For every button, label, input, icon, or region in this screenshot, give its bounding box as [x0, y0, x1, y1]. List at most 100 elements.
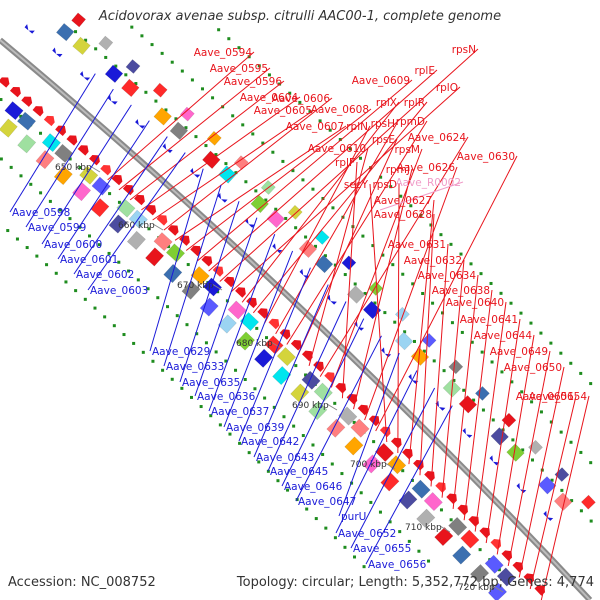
- gene-label-forward[interactable]: rpsE: [372, 134, 395, 146]
- gene-label-forward[interactable]: Aave_0634: [418, 270, 477, 282]
- gc-dot: [439, 508, 443, 512]
- gene-label-forward[interactable]: Aave_0605: [254, 105, 312, 117]
- gene-label-forward[interactable]: Aave_0604: [240, 92, 299, 104]
- gc-dot: [39, 191, 43, 195]
- gc-dot: [141, 350, 145, 354]
- gc-dot: [136, 278, 140, 282]
- gene-block: [580, 494, 596, 510]
- gene-label-forward[interactable]: Aave_0638: [432, 285, 490, 297]
- gene-label-forward[interactable]: Aave_0649: [490, 346, 548, 358]
- gene-label-forward[interactable]: Aave_0628: [374, 209, 432, 221]
- gene-label-reverse[interactable]: Aave_0646: [284, 481, 343, 493]
- gene-label-forward[interactable]: Aave_0641: [460, 314, 518, 326]
- gene-label-forward[interactable]: rplE: [414, 65, 435, 77]
- gene-label-reverse[interactable]: Aave_0602: [76, 269, 134, 281]
- gc-dot: [369, 166, 373, 170]
- leader-line: [496, 334, 535, 555]
- leader-line: [208, 69, 438, 272]
- gene-label-reverse[interactable]: Aave_0642: [241, 436, 299, 448]
- gene-label-forward[interactable]: Aave_0609: [352, 75, 410, 87]
- gene-arrow: [446, 493, 457, 505]
- gene-block: [290, 383, 310, 403]
- gene-label-forward[interactable]: rplX: [376, 97, 397, 109]
- gene-label-forward[interactable]: Aave_0626: [397, 162, 456, 174]
- gene-label-forward[interactable]: rplO: [436, 82, 458, 94]
- gene-block: [153, 107, 172, 126]
- gene-label-forward[interactable]: Aave_0608: [311, 104, 369, 116]
- gene-arrow: [346, 393, 358, 405]
- gene-label-forward[interactable]: Aave_0624: [408, 132, 467, 144]
- gene-label-reverse[interactable]: Aave_0603: [90, 285, 148, 297]
- gene-label-reverse[interactable]: Aave_0655: [353, 543, 411, 555]
- gene-label-forward[interactable]: Aave_0644: [474, 330, 533, 342]
- gc-dot: [74, 289, 78, 293]
- gene-label-reverse[interactable]: Aave_0652: [338, 528, 396, 540]
- gene-label-reverse[interactable]: Aave_0599: [28, 222, 86, 234]
- gene-label-forward[interactable]: rplR: [404, 97, 425, 109]
- gene-arrow: [32, 106, 44, 117]
- gene-label-forward[interactable]: Aave_0630: [457, 151, 515, 163]
- gc-dot: [560, 488, 564, 492]
- gene-label-forward[interactable]: Aave_0610: [308, 143, 366, 155]
- gene-block: [398, 490, 418, 510]
- gene-label-forward[interactable]: Aave_0594: [194, 47, 253, 59]
- gene-label-forward[interactable]: Aave_0607: [286, 121, 344, 133]
- gene-label-reverse[interactable]: Aave_0639: [226, 422, 284, 434]
- gene-label-reverse[interactable]: Aave_0636: [197, 391, 256, 403]
- gc-dot: [144, 90, 148, 94]
- gene-arrow: [201, 256, 213, 267]
- gene-label-forward[interactable]: rplN: [346, 121, 368, 133]
- gc-dot: [117, 200, 121, 204]
- gene-label-forward[interactable]: Aave_0654: [529, 391, 588, 403]
- gene-block: [448, 359, 464, 375]
- gene-label-forward[interactable]: Aave_0606: [272, 93, 331, 105]
- gene-arrow: [107, 94, 118, 105]
- gc-dot: [510, 380, 514, 384]
- gene-label-reverse[interactable]: Aave_0647: [298, 496, 356, 508]
- gene-block: [217, 314, 237, 334]
- gene-feature: [250, 194, 269, 214]
- gene-arrow: [190, 245, 202, 257]
- gene-label-reverse[interactable]: Aave_0601: [60, 254, 118, 266]
- gene-label-reverse[interactable]: Aave_0598: [12, 207, 70, 219]
- leader-line: [179, 201, 240, 383]
- gene-label-forward[interactable]: Aave_0632: [404, 255, 462, 267]
- gene-label-reverse[interactable]: Aave_0637: [211, 406, 269, 418]
- gene-label-reverse[interactable]: Aave_0633: [166, 361, 224, 373]
- gene-label-reverse[interactable]: Aave_0645: [270, 466, 328, 478]
- gene-label-forward[interactable]: Aave_0596: [224, 76, 283, 88]
- gene-label-reverse[interactable]: Aave_0635: [182, 377, 240, 389]
- gene-label-forward[interactable]: rpmD: [396, 116, 425, 128]
- gene-label-forward[interactable]: rpmJ: [386, 164, 410, 176]
- gene-label-forward[interactable]: rpsN: [452, 44, 476, 56]
- gc-dot: [231, 114, 235, 118]
- gene-arrow: [122, 184, 134, 196]
- gene-label-forward[interactable]: Aave_0650: [504, 362, 562, 374]
- gc-dot: [78, 166, 82, 170]
- gene-label-forward[interactable]: rplF: [335, 157, 355, 169]
- gene-label-rna[interactable]: Aave_R0002: [395, 177, 461, 189]
- gc-dot: [497, 568, 501, 572]
- gene-feature: [341, 255, 357, 271]
- gene-label-reverse[interactable]: Aave_0600: [44, 239, 102, 251]
- gene-label-reverse[interactable]: Aave_0629: [152, 346, 210, 358]
- gene-block: [553, 492, 573, 511]
- gc-dot: [204, 144, 208, 148]
- gene-label-forward[interactable]: rpsD: [372, 179, 397, 191]
- gene-label-reverse[interactable]: Aave_0656: [368, 559, 427, 571]
- gene-label-forward[interactable]: rpsM: [394, 144, 420, 156]
- gene-label-reverse[interactable]: Aave_0643: [256, 452, 314, 464]
- gene-feature: [446, 493, 457, 505]
- leader-line: [197, 79, 413, 262]
- gene-arrow: [408, 373, 419, 384]
- gene-label-forward[interactable]: Aave_0631: [388, 239, 446, 251]
- gene-label-forward[interactable]: Aave_0651: [516, 391, 574, 403]
- gene-label-forward[interactable]: Aave_0627: [374, 195, 432, 207]
- gene-label-forward[interactable]: rpsH: [371, 118, 395, 130]
- gene-label-forward[interactable]: secY: [344, 179, 369, 191]
- gene-label-reverse[interactable]: purU: [341, 511, 366, 523]
- gc-dot: [174, 117, 178, 121]
- gene-label-forward[interactable]: Aave_0595: [210, 63, 268, 75]
- gene-label-forward[interactable]: Aave_0640: [446, 297, 504, 309]
